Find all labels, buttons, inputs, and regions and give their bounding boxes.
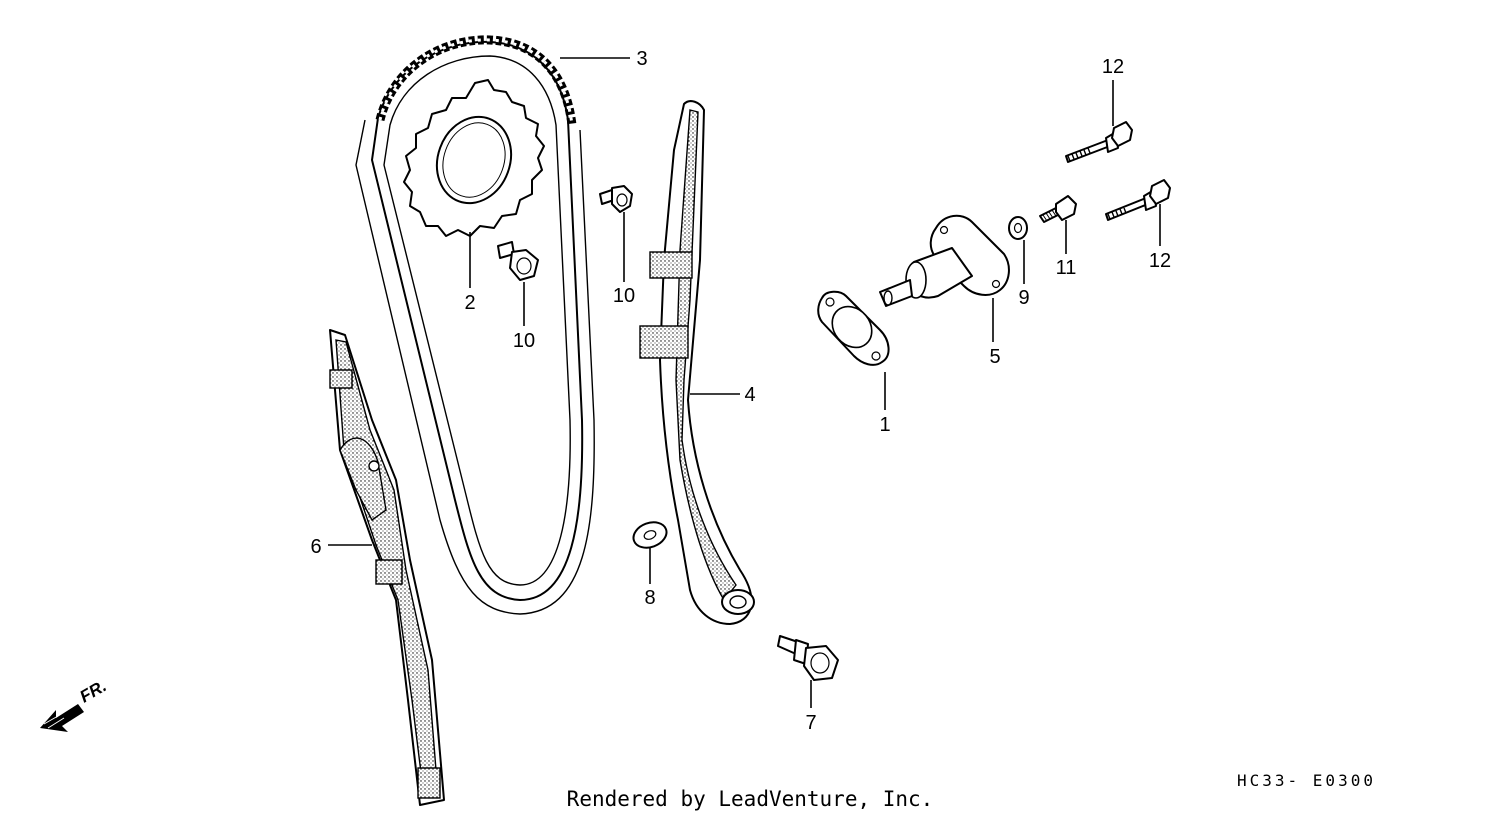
chain-links (375, 35, 577, 126)
part-label-5[interactable]: 5 (989, 346, 1000, 368)
part-label-7[interactable]: 7 (805, 712, 816, 734)
front-marker-label: FR. (77, 676, 110, 706)
cam-chain-tensioner[interactable] (879, 214, 1010, 307)
cam-chain-guide[interactable] (329, 329, 445, 806)
part-label-4[interactable]: 4 (744, 384, 755, 406)
part-label-9[interactable]: 9 (1018, 287, 1029, 309)
bolt-11[interactable] (1039, 195, 1077, 223)
part-label-6[interactable]: 6 (310, 536, 321, 558)
part-label-2[interactable]: 2 (464, 292, 475, 314)
part-label-12-lower[interactable]: 12 (1149, 250, 1171, 272)
cam-chain-tensioner-arm[interactable] (639, 100, 755, 625)
drawing-code: HC33- E0300 (1237, 771, 1376, 790)
part-label-10-lower[interactable]: 10 (513, 330, 535, 352)
tensioner-gasket[interactable] (817, 290, 890, 366)
cam-sprocket[interactable] (403, 79, 545, 237)
footer-credit: Rendered by LeadVenture, Inc. (566, 787, 934, 811)
bolt-7[interactable] (777, 635, 839, 681)
part-label-1[interactable]: 1 (879, 414, 890, 436)
part-label-8[interactable]: 8 (644, 587, 655, 609)
part-label-10-upper[interactable]: 10 (613, 285, 635, 307)
bolt-10-lower[interactable] (497, 241, 539, 281)
part-label-3[interactable]: 3 (636, 48, 647, 70)
leader-lines (328, 57, 1161, 708)
washer-9[interactable] (1008, 216, 1028, 240)
bolt-12-lower[interactable] (1105, 179, 1171, 221)
part-label-12-upper[interactable]: 12 (1102, 56, 1124, 78)
washer-8[interactable] (630, 518, 670, 552)
bolt-12-upper[interactable] (1065, 121, 1133, 163)
front-direction-arrow-icon (40, 704, 84, 732)
bolt-10-upper[interactable] (599, 185, 633, 213)
part-label-11[interactable]: 11 (1056, 257, 1077, 279)
cam-chain[interactable] (355, 35, 595, 615)
